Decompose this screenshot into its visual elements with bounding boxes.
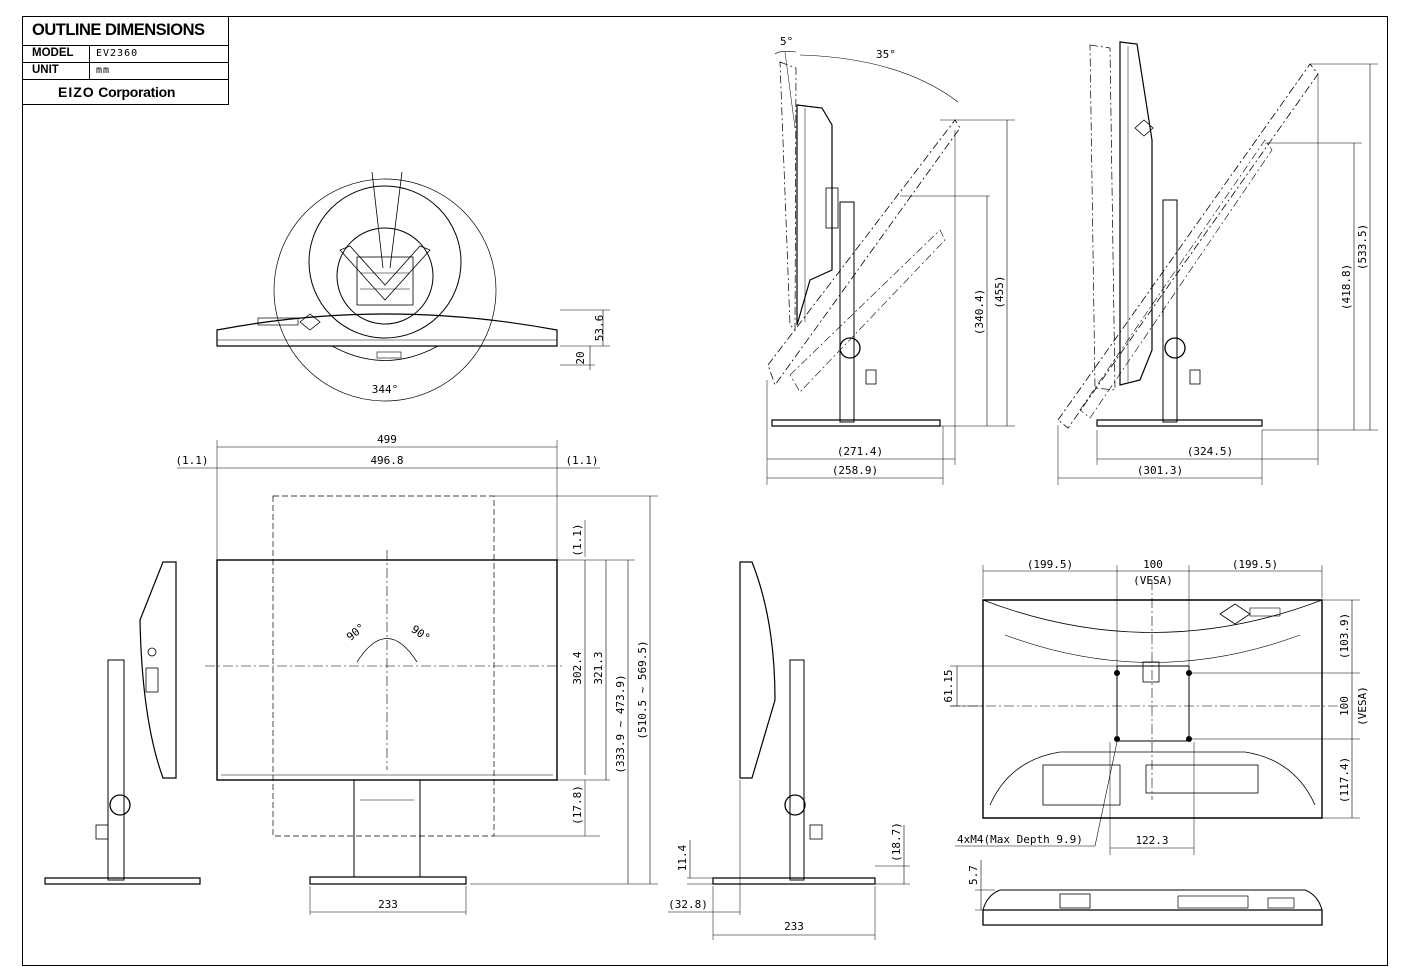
logo-suffix: Corporation: [98, 84, 176, 100]
vesa-right-label: (VESA): [1356, 686, 1369, 726]
model-label: MODEL: [22, 46, 90, 62]
pivot-left-angle: 90°: [344, 621, 368, 644]
dim-258-9: (258.9): [832, 464, 878, 477]
front-view: 499 496.8 (1.1) (1.1) 90° 90° 233 (1.1) …: [175, 433, 658, 915]
front-base-width: 233: [378, 898, 398, 911]
dim-321-3: 321.3: [592, 651, 605, 684]
screw-spec-note: 4xM4(Max Depth 9.9): [957, 833, 1083, 846]
dim-199-5-right: (199.5): [1232, 558, 1278, 571]
title-block: OUTLINE DIMENSIONS MODEL EV2360 UNIT mm …: [22, 16, 229, 105]
dim-1-1-right: (1.1): [565, 454, 598, 467]
dim-103-9: (103.9): [1338, 613, 1351, 659]
bottom-view: 5.7: [967, 860, 1323, 926]
drawing-frame: [22, 16, 1388, 966]
top-view: 344° 53.6 20: [216, 171, 610, 402]
dim-301-3: (301.3): [1137, 464, 1183, 477]
dim-17-8: (17.8): [571, 785, 584, 825]
dim-199-5-left: (199.5): [1027, 558, 1073, 571]
rear-view: (199.5) 100 (VESA) (199.5) (103.9) 100 (…: [942, 558, 1369, 855]
dim-340-4: (340.4): [973, 289, 986, 335]
right-side-view: 11.4 (18.7) (32.8) 233: [668, 561, 910, 940]
pivot-right-angle: 90°: [409, 623, 433, 645]
dim-100-top: 100: [1143, 558, 1163, 571]
dim-418-8: (418.8): [1340, 264, 1353, 310]
dim-height-range: (333.9 ~ 473.9): [614, 674, 627, 773]
unit-row: UNIT mm: [22, 63, 228, 80]
title-row: OUTLINE DIMENSIONS: [22, 16, 228, 46]
dim-1-1-left: (1.1): [175, 454, 208, 467]
dim-324-5: (324.5): [1187, 445, 1233, 458]
logo-brand: EIZO: [58, 84, 95, 100]
side-base-depth: 233: [784, 920, 804, 933]
model-value: EV2360: [96, 48, 139, 59]
tilt-forward-angle: 35°: [876, 48, 896, 61]
dim-496-8: 496.8: [370, 454, 403, 467]
dim-1-1-top: (1.1): [571, 523, 584, 556]
dim-533-5: (533.5): [1356, 224, 1369, 270]
eizo-logo: EIZO Corporation: [58, 84, 175, 100]
drawing-title: OUTLINE DIMENSIONS: [32, 21, 205, 39]
dim-total-range: (510.5 ~ 569.5): [636, 640, 649, 739]
dim-122-3: 122.3: [1135, 834, 1168, 847]
tilt-back-angle: 5°: [780, 35, 793, 48]
dim-455: (455): [993, 275, 1006, 308]
tilt-side-view: 5° 35° (455) (340.4) (271.4) (258.9): [766, 35, 1015, 485]
dim-61-15: 61.15: [942, 669, 955, 702]
left-side-view: [44, 561, 201, 885]
dim-18-7: (18.7): [890, 822, 903, 862]
unit-label: UNIT: [22, 63, 90, 79]
rotated-side-view: (533.5) (418.8) (324.5) (301.3): [1057, 41, 1378, 485]
dim-53-6: 53.6: [593, 315, 606, 342]
dim-20: 20: [574, 351, 587, 364]
swivel-angle-label: 344°: [372, 383, 399, 396]
dim-11-4: 11.4: [676, 844, 689, 871]
dim-302-4: 302.4: [571, 651, 584, 684]
vesa-top-label: (VESA): [1133, 574, 1173, 587]
dim-100-right: 100: [1338, 696, 1351, 716]
model-row: MODEL EV2360: [22, 46, 228, 63]
dim-271-4: (271.4): [837, 445, 883, 458]
dim-117-4: (117.4): [1338, 757, 1351, 803]
unit-value: mm: [96, 65, 111, 76]
dim-5-7: 5.7: [967, 865, 980, 885]
dim-499: 499: [377, 433, 397, 446]
dim-32-8: (32.8): [668, 898, 708, 911]
